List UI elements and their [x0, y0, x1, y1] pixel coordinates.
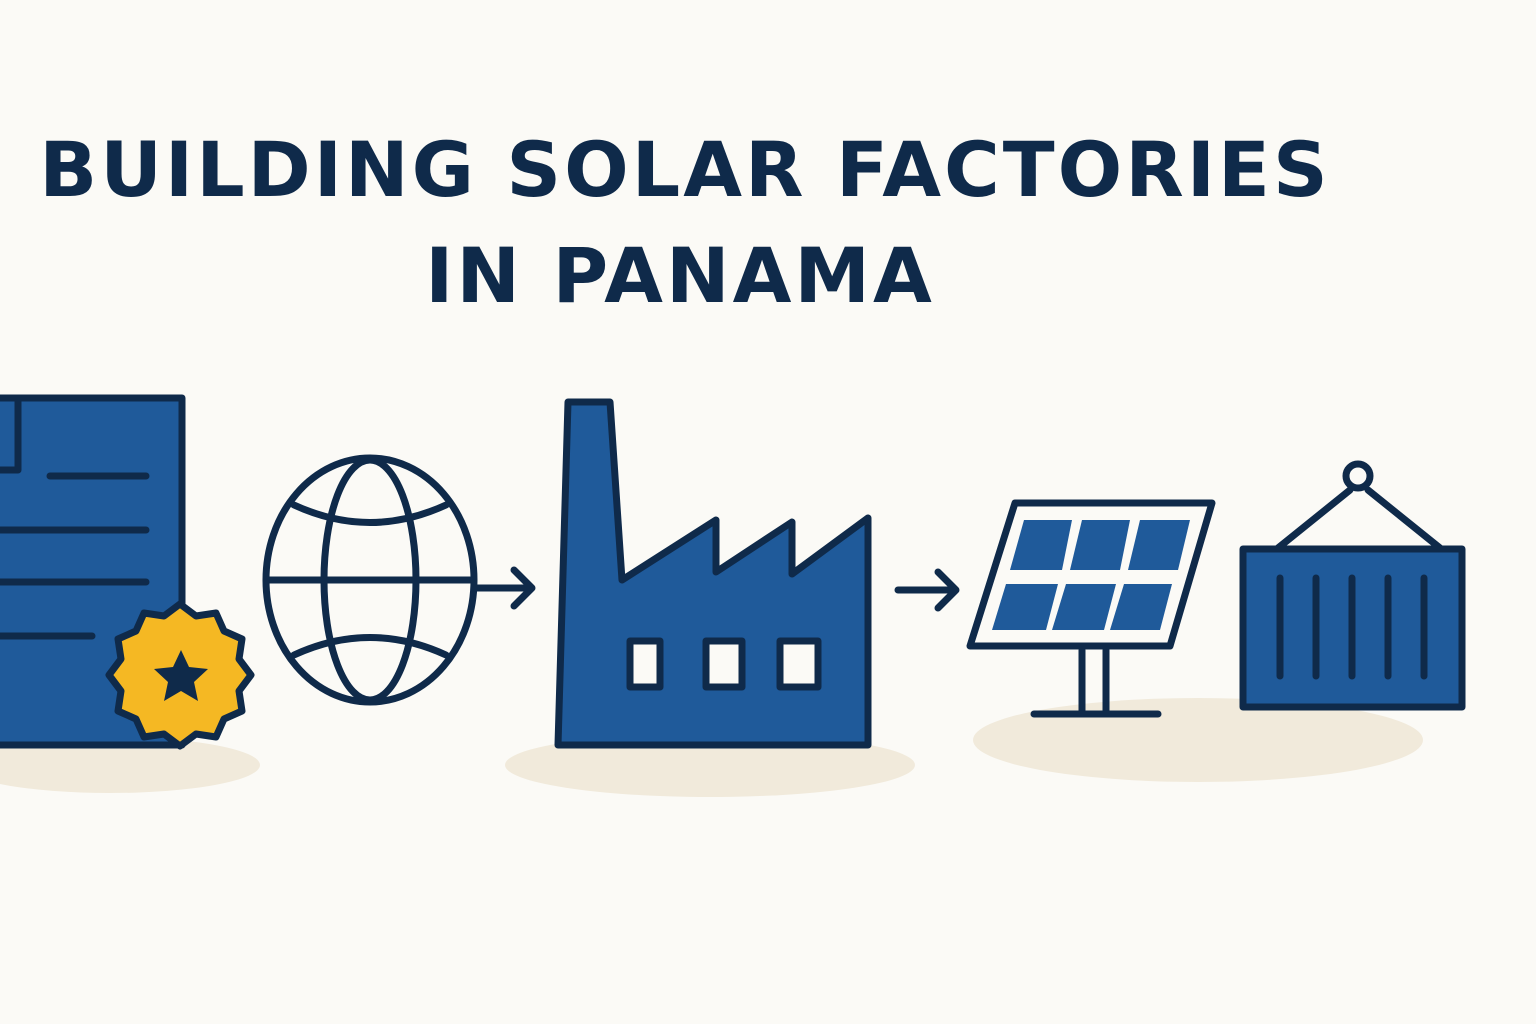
ground-shadows: [0, 698, 1423, 797]
title-line-2: IN PANAMA: [425, 231, 935, 320]
shipping-container-icon: [1239, 460, 1466, 711]
arrow-right-icon: [470, 566, 536, 610]
solar-panel-icon: [966, 499, 1216, 718]
factory-icon: [554, 398, 872, 749]
globe-icon: [262, 454, 478, 706]
arrow-right-icon: [894, 568, 960, 612]
title-line-1: BUILDING SOLAR FACTORIES: [39, 125, 1331, 214]
badge-star-icon: [105, 600, 255, 750]
